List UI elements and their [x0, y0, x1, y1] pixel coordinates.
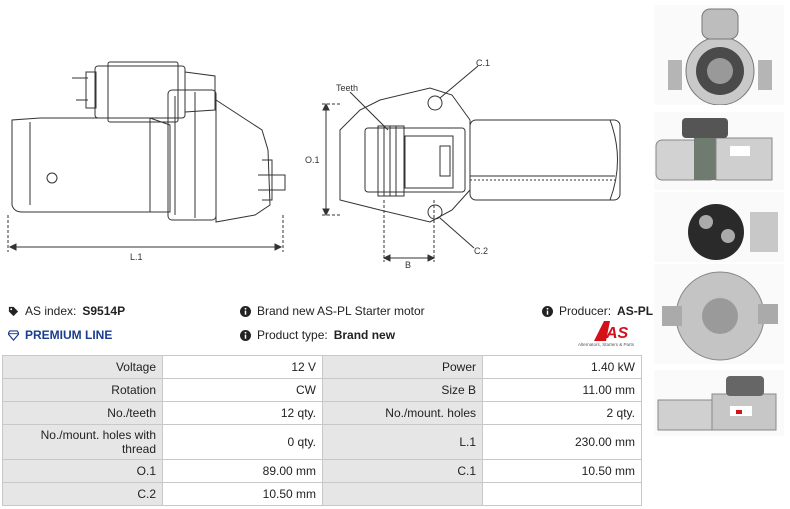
product-description: Brand new AS-PL Starter motor — [240, 304, 425, 318]
spec-value: 10.50 mm — [162, 482, 323, 506]
as-index: AS index: S9514P — [8, 304, 125, 318]
product-photo-rear[interactable] — [654, 264, 784, 364]
label-c1: C.1 — [476, 58, 490, 68]
product-photo-side[interactable] — [654, 112, 784, 190]
premium-line-badge: PREMIUM LINE — [8, 328, 112, 342]
spec-label: O.1 — [2, 459, 163, 483]
technical-drawing: L.1 Teeth C.1 C.2 O.1 B — [0, 0, 650, 290]
diamond-icon — [8, 329, 19, 341]
label-c2: C.2 — [474, 246, 488, 256]
spec-label: C.2 — [2, 482, 163, 506]
spec-value: 11.00 mm — [482, 378, 642, 402]
spec-value: 2 qty. — [482, 401, 642, 425]
info-icon — [542, 305, 553, 317]
product-type-value: Brand new — [333, 328, 396, 342]
label-l1: L.1 — [130, 252, 143, 262]
spec-label — [322, 482, 483, 506]
producer-value: AS-PL — [617, 304, 654, 318]
description-text: Brand new AS-PL Starter motor — [257, 304, 425, 318]
as-pl-logo: AS Alternators, Starters & Parts — [578, 320, 642, 350]
spec-value: 230.00 mm — [482, 424, 642, 460]
spec-label: No./teeth — [2, 401, 163, 425]
product-type-label: Product type: — [257, 328, 328, 342]
spec-label: Power — [322, 355, 483, 379]
spec-label: No./mount. holes with thread — [2, 424, 163, 460]
producer: Producer: AS-PL — [542, 304, 653, 318]
spec-label: L.1 — [322, 424, 483, 460]
tag-icon — [8, 306, 19, 316]
spec-value — [482, 482, 642, 506]
logo-tagline: Alternators, Starters & Parts — [578, 342, 635, 347]
label-o1: O.1 — [305, 155, 320, 165]
product-type: Product type: Brand new — [240, 328, 395, 342]
as-index-value: S9514P — [82, 304, 126, 318]
spec-label: Size B — [322, 378, 483, 402]
premium-line-text: PREMIUM LINE — [25, 328, 113, 342]
producer-label: Producer: — [559, 304, 612, 318]
spec-value: 12 V — [162, 355, 323, 379]
product-photo-solenoid[interactable] — [654, 192, 784, 262]
logo-text: AS — [605, 325, 629, 342]
spec-value: 1.40 kW — [482, 355, 642, 379]
spec-label: Voltage — [2, 355, 163, 379]
label-teeth: Teeth — [336, 83, 358, 93]
spec-value: CW — [162, 378, 323, 402]
label-b: B — [405, 260, 411, 270]
spec-value: 12 qty. — [162, 401, 323, 425]
spec-label: C.1 — [322, 459, 483, 483]
spec-value: 89.00 mm — [162, 459, 323, 483]
as-index-label: AS index: — [25, 304, 77, 318]
spec-value: 10.50 mm — [482, 459, 642, 483]
spec-value: 0 qty. — [162, 424, 323, 460]
info-icon — [240, 305, 251, 317]
spec-label: Rotation — [2, 378, 163, 402]
product-photo-front[interactable] — [654, 5, 784, 106]
product-photo-top[interactable] — [654, 370, 784, 436]
info-icon — [240, 329, 251, 341]
spec-label: No./mount. holes — [322, 401, 483, 425]
